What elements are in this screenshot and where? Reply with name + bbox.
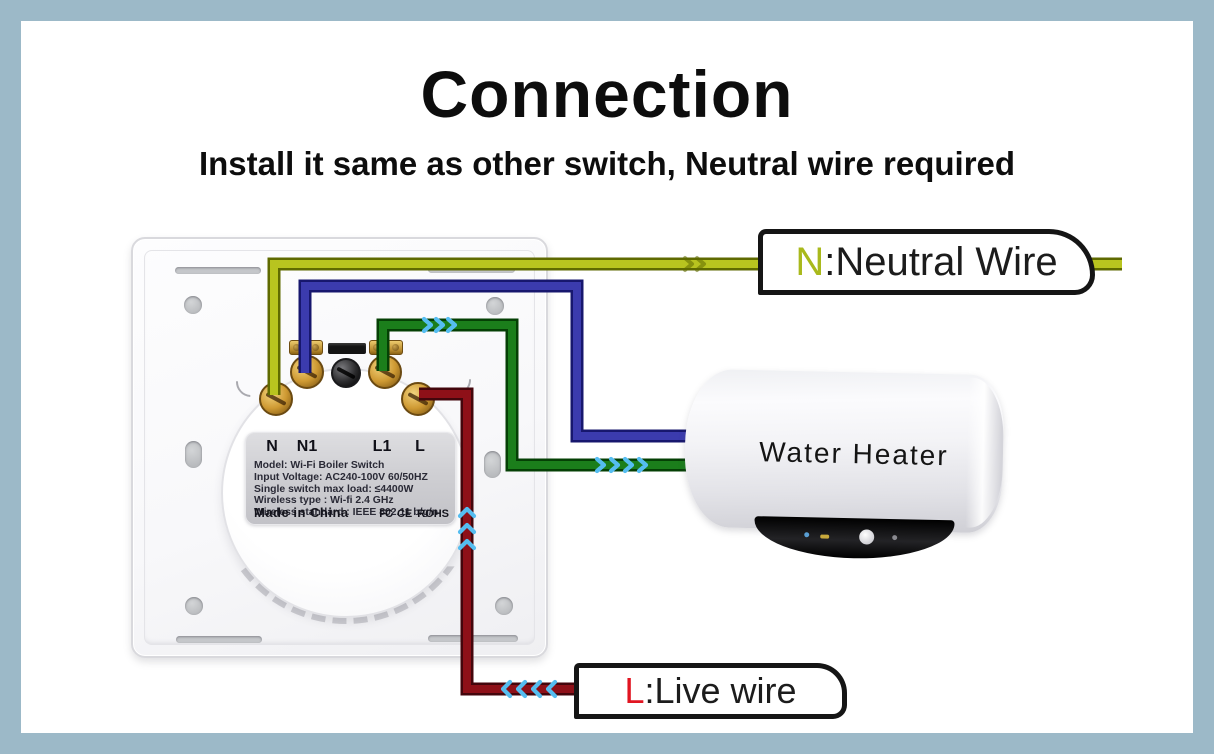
side-slot [484, 451, 501, 478]
made-in-text: Made in China [254, 505, 349, 520]
panel-knob-icon [859, 529, 875, 545]
terminal-slot [328, 343, 366, 354]
indicator-light-icon [804, 532, 810, 538]
mounting-slot [428, 266, 515, 273]
terminal-screw-l [401, 382, 435, 416]
terminal-mark-l: L [415, 438, 425, 455]
spec-line-voltage: Input Voltage: AC240-100V 60/50HZ [254, 471, 428, 483]
mounting-slot [428, 635, 518, 642]
spec-label: N N1 L1 L Model: Wi-Fi Boiler Switch Inp… [245, 432, 456, 525]
water-heater: Water Heater [683, 368, 1005, 561]
screw-hole [486, 297, 504, 315]
page-subtitle: Install it same as other switch, Neutral… [198, 145, 1016, 182]
water-heater-label: Water Heater [758, 436, 949, 472]
live-prefix: L [624, 670, 645, 711]
module-teeth [230, 566, 462, 624]
ce-mark-icon: CE [396, 508, 413, 520]
terminal-screw-l1 [368, 355, 402, 389]
terminal-mark-n1: N1 [296, 438, 318, 455]
screw-hole [495, 597, 513, 615]
flow-arrows-green-bottom [594, 456, 649, 474]
terminal-screw-center [331, 358, 361, 388]
heater-control-panel [753, 516, 955, 561]
rohs-mark: ROHS [417, 508, 449, 520]
indicator-light-icon [892, 535, 898, 541]
terminal-screw-n1 [290, 355, 324, 389]
live-label: :Live wire [644, 670, 797, 711]
spec-line-wifi: Wireless type : Wi-fi 2.4 GHz [254, 495, 394, 507]
spec-lines: Model: Wi-Fi Boiler Switch Input Voltage… [254, 460, 452, 519]
spec-bottom-row: Made in China FC CE ROHS [254, 505, 449, 520]
neutral-label: :Neutral Wire [824, 240, 1058, 284]
switch-back-plate: N N1 L1 L Model: Wi-Fi Boiler Switch Inp… [131, 237, 548, 658]
terminal-screw-n [259, 382, 293, 416]
fcc-mark-icon: FC [379, 508, 393, 520]
side-slot [185, 441, 202, 468]
wire-clamp [289, 340, 323, 355]
terminal-mark-l1: L1 [372, 438, 392, 455]
mounting-slot [175, 267, 261, 274]
flow-arrows-neutral [683, 256, 706, 272]
screw-hole [185, 597, 203, 615]
spec-line-load: Single switch max load: ≤4400W [254, 483, 414, 495]
terminal-mark-n: N [266, 438, 278, 455]
certification-marks: FC CE ROHS [379, 508, 449, 520]
spec-line-model: Model: Wi-Fi Boiler Switch [254, 460, 385, 471]
mounting-slot [176, 636, 262, 643]
neutral-wire-tag: N:Neutral Wire [758, 229, 1095, 295]
screw-hole [184, 296, 202, 314]
page-title: Connection [420, 57, 794, 131]
neutral-prefix: N [795, 240, 825, 284]
wire-clamp [369, 340, 403, 355]
indicator-light-icon [820, 534, 830, 539]
live-wire-tag: L:Live wire [574, 663, 847, 719]
spec-line-standard: Wireless standard : IEEE 802.11 b/g/n [254, 507, 439, 519]
flow-arrows-red-bottom [500, 679, 558, 699]
